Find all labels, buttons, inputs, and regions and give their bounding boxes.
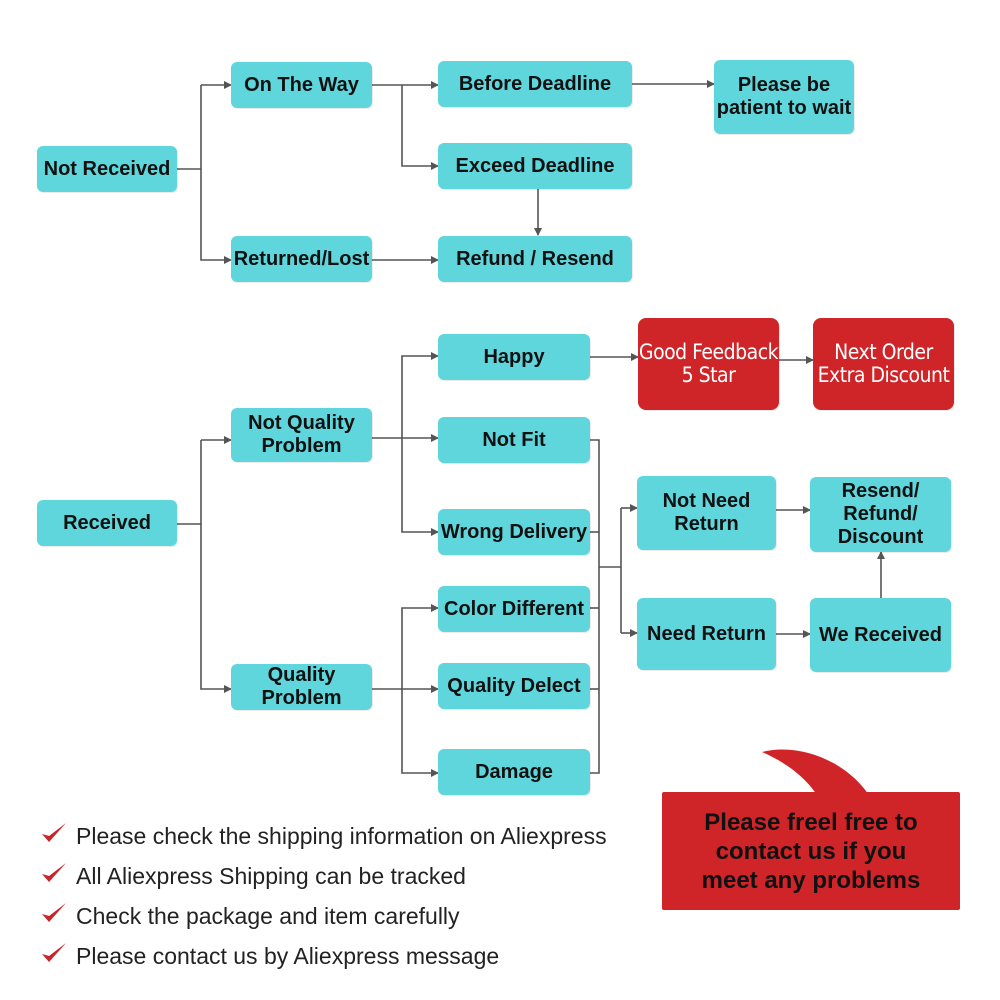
node-happy: Happy <box>438 334 590 380</box>
node-refund-resend: Refund / Resend <box>438 236 632 282</box>
note-text: Check the package and item carefully <box>76 902 460 929</box>
notes-list: Please check the shipping information on… <box>40 816 607 976</box>
check-icon <box>40 940 70 972</box>
note-text: Please check the shipping information on… <box>76 822 607 849</box>
note-item: Please contact us by Aliexpress message <box>40 936 607 976</box>
node-next-order: Next Order Extra Discount <box>813 318 954 410</box>
note-item: Please check the shipping information on… <box>40 816 607 856</box>
node-exceed-deadline: Exceed Deadline <box>438 143 632 189</box>
node-we-received: We Received <box>810 598 951 672</box>
node-not-fit: Not Fit <box>438 417 590 463</box>
check-icon <box>40 820 70 852</box>
node-returned-lost: Returned/Lost <box>231 236 372 282</box>
node-need-return: Need Return <box>637 598 776 670</box>
node-good-feedback: Good Feedback 5 Star <box>638 318 779 410</box>
node-resend-refund-discount: Resend/ Refund/ Discount <box>810 477 951 552</box>
note-item: All Aliexpress Shipping can be tracked <box>40 856 607 896</box>
node-color-different: Color Different <box>438 586 590 632</box>
contact-bubble: Please freel free to contact us if you m… <box>662 792 960 910</box>
node-not-received: Not Received <box>37 146 177 192</box>
node-quality-delect: Quality Delect <box>438 663 590 709</box>
note-item: Check the package and item carefully <box>40 896 607 936</box>
node-not-need-return: Not Need Return <box>637 476 776 550</box>
node-wrong-delivery: Wrong Delivery <box>438 509 590 555</box>
note-text: Please contact us by Aliexpress message <box>76 942 500 969</box>
check-icon <box>40 860 70 892</box>
check-icon <box>40 900 70 932</box>
node-on-the-way: On The Way <box>231 62 372 108</box>
node-received: Received <box>37 500 177 546</box>
node-not-quality-problem: Not Quality Problem <box>231 408 372 462</box>
node-please-be-patient: Please be patient to wait <box>714 60 854 134</box>
note-text: All Aliexpress Shipping can be tracked <box>76 862 466 889</box>
node-quality-problem: Quality Problem <box>231 664 372 710</box>
node-damage: Damage <box>438 749 590 795</box>
node-before-deadline: Before Deadline <box>438 61 632 107</box>
